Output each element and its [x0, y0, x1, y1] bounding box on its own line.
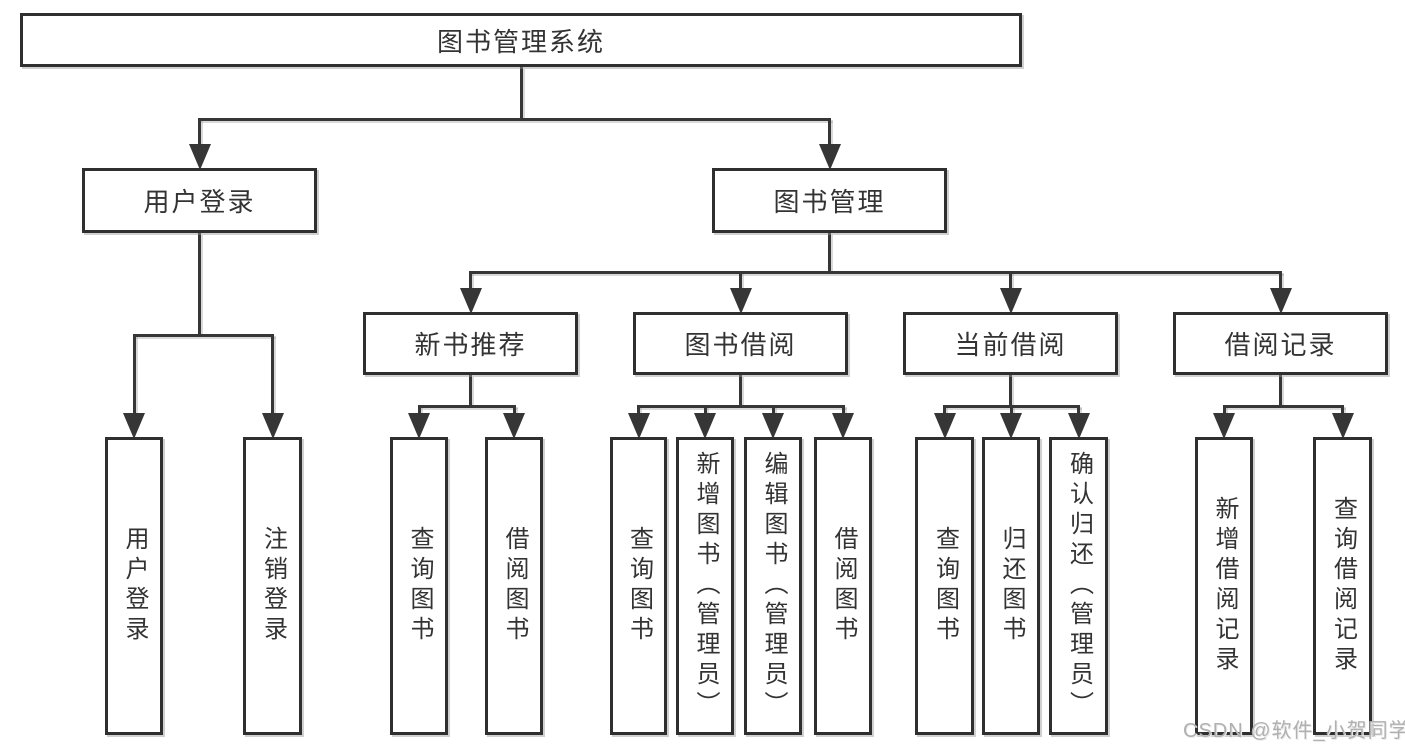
arrowhead-down-icon — [459, 288, 482, 314]
connector-line — [198, 233, 201, 335]
arrowhead-down-icon — [832, 413, 854, 439]
connector-line — [1222, 406, 1226, 419]
connector-line — [271, 335, 274, 419]
node-cb-return-books: 归还图书 — [982, 437, 1040, 735]
node-label: 查询借阅记录 — [1329, 496, 1357, 676]
connector-line — [828, 233, 831, 272]
node-bb-query-books: 查询图书 — [610, 437, 667, 735]
node-br-add-record: 新增借阅记录 — [1195, 437, 1253, 735]
node-root: 图书管理系统 — [20, 13, 1022, 67]
arrowhead-down-icon — [123, 413, 145, 439]
connector-line — [943, 406, 946, 419]
node-label: 确认归还（管理员） — [1065, 451, 1093, 721]
connector-line — [469, 270, 1282, 274]
arrowhead-down-icon — [694, 413, 716, 439]
node-new-book-rec: 新书推荐 — [363, 312, 578, 375]
node-br-query-record: 查询借阅记录 — [1313, 437, 1372, 735]
arrowhead-down-icon — [1067, 413, 1090, 439]
node-label: 用户登录 — [121, 526, 148, 646]
arrowhead-down-icon — [261, 413, 284, 439]
node-label: 图书管理系统 — [436, 26, 605, 57]
connector-line — [132, 335, 136, 419]
node-label: 新书推荐 — [414, 330, 527, 360]
connector-line — [771, 406, 775, 419]
connector-line — [1341, 406, 1344, 419]
watermark: CSDN @软件_小贺同学 — [1183, 720, 1405, 742]
node-cb-query-books: 查询图书 — [915, 437, 974, 735]
connector-line — [828, 119, 831, 150]
connector-line — [841, 406, 845, 419]
connector-line — [1009, 272, 1012, 294]
connector-line — [1279, 272, 1282, 294]
connector-line — [1222, 404, 1344, 408]
connector-line — [1077, 406, 1080, 419]
node-label: 借阅图书 — [501, 526, 528, 646]
arrowhead-down-icon — [1331, 413, 1354, 439]
node-label: 用户登录 — [143, 187, 256, 217]
arrowhead-down-icon — [818, 144, 841, 170]
connector-line — [469, 375, 472, 406]
connector-line — [1009, 406, 1013, 419]
connector-line — [198, 117, 831, 121]
node-label: 当前借阅 — [954, 330, 1067, 360]
node-label: 归还图书 — [998, 526, 1025, 646]
connector-line — [637, 406, 640, 419]
node-label: 新增图书（管理员） — [692, 451, 719, 721]
arrowhead-down-icon — [627, 413, 650, 439]
connector-line — [703, 406, 707, 419]
arrowhead-down-icon — [1213, 413, 1235, 439]
node-nbr-query-books: 查询图书 — [390, 437, 448, 735]
node-current-borrow: 当前借阅 — [903, 312, 1118, 375]
arrowhead-down-icon — [762, 413, 784, 439]
connector-line — [132, 333, 274, 337]
node-borrow-records: 借阅记录 — [1173, 312, 1388, 375]
connector-line — [198, 119, 201, 150]
node-label: 注销登录 — [259, 526, 287, 646]
arrowhead-down-icon — [1000, 413, 1022, 439]
node-user-login-leaf: 用户登录 — [105, 437, 163, 735]
connector-line — [1279, 375, 1282, 406]
node-label: 图书借阅 — [684, 330, 797, 360]
connector-line — [739, 375, 742, 406]
node-book-borrow: 图书借阅 — [633, 312, 848, 375]
node-label: 借阅记录 — [1224, 330, 1337, 360]
node-label: 查询图书 — [931, 526, 959, 646]
connector-line — [512, 406, 516, 419]
connector-line — [1009, 375, 1012, 406]
node-book-mgmt: 图书管理 — [712, 168, 947, 233]
connector-line — [417, 404, 516, 408]
node-label: 查询图书 — [406, 526, 433, 646]
node-cb-confirm-return: 确认归还（管理员） — [1049, 437, 1108, 735]
arrowhead-down-icon — [729, 288, 752, 314]
arrowhead-down-icon — [999, 288, 1022, 314]
node-bb-add-books: 新增图书（管理员） — [676, 437, 734, 735]
connector-line — [739, 272, 742, 294]
connector-line — [417, 406, 421, 419]
arrowhead-down-icon — [503, 413, 525, 439]
node-label: 新增借阅记录 — [1211, 496, 1238, 676]
arrowhead-down-icon — [933, 413, 956, 439]
arrowhead-down-icon — [408, 413, 430, 439]
node-bb-borrow-books: 借阅图书 — [814, 437, 872, 735]
node-logout-leaf: 注销登录 — [243, 437, 302, 735]
node-bb-edit-books: 编辑图书（管理员） — [744, 437, 802, 735]
node-label: 图书管理 — [773, 187, 886, 217]
node-label: 查询图书 — [625, 526, 653, 646]
node-label: 借阅图书 — [830, 526, 857, 646]
connector-line — [519, 67, 523, 119]
connector-line — [469, 272, 472, 294]
arrowhead-down-icon — [1269, 288, 1292, 314]
node-user-login: 用户登录 — [82, 168, 317, 233]
node-label: 编辑图书（管理员） — [760, 451, 787, 721]
connector-line — [637, 404, 845, 408]
arrowhead-down-icon — [188, 144, 211, 170]
node-nbr-borrow-books: 借阅图书 — [485, 437, 543, 735]
